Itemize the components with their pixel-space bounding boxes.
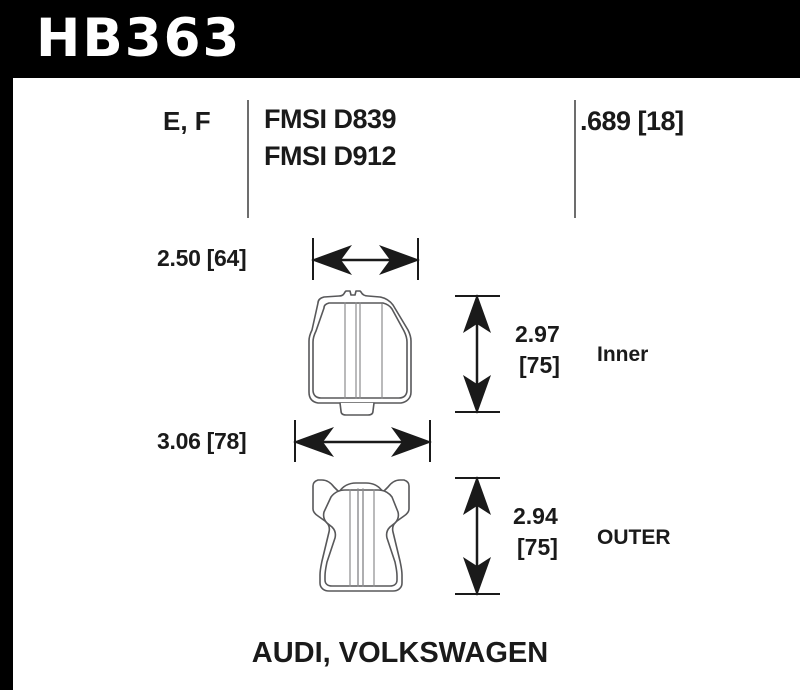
inner-pad-side-label: Inner: [597, 343, 649, 366]
inner-pad-width-label: 2.50 [64]: [157, 245, 247, 271]
vehicle-brands: AUDI, VOLKSWAGEN: [251, 637, 549, 669]
fmsi-code-secondary: FMSI D912: [264, 141, 397, 171]
inner-height-dimension: [455, 294, 500, 414]
spec-divider-right: [574, 100, 576, 218]
inner-width-dimension: [311, 238, 420, 280]
outer-pad-height-mm: [75]: [517, 534, 558, 560]
inner-pad-height-label: 2.97 [75]: [515, 319, 560, 381]
page-title: HB363: [36, 8, 242, 69]
compound-codes: E, F: [163, 106, 211, 136]
outer-pad-height-inches: 2.94: [513, 503, 558, 529]
outer-height-dimension: [455, 476, 500, 596]
outer-pad-height-label: 2.94 [75]: [513, 501, 558, 563]
outer-pad-width-label: 3.06 [78]: [157, 428, 247, 454]
outer-width-dimension: [293, 420, 432, 462]
header-bar: [0, 0, 800, 78]
outer-pad-side-label: OUTER: [597, 526, 671, 549]
inner-brake-pad-shape: [308, 290, 412, 416]
inner-pad-height-inches: 2.97: [515, 321, 560, 347]
fmsi-code-primary: FMSI D839: [264, 104, 397, 134]
pad-thickness: .689 [18]: [580, 106, 684, 136]
inner-pad-height-mm: [75]: [519, 352, 560, 378]
spec-divider-left: [247, 100, 249, 218]
outer-brake-pad-shape: [312, 479, 410, 592]
left-frame-rail: [0, 78, 13, 690]
